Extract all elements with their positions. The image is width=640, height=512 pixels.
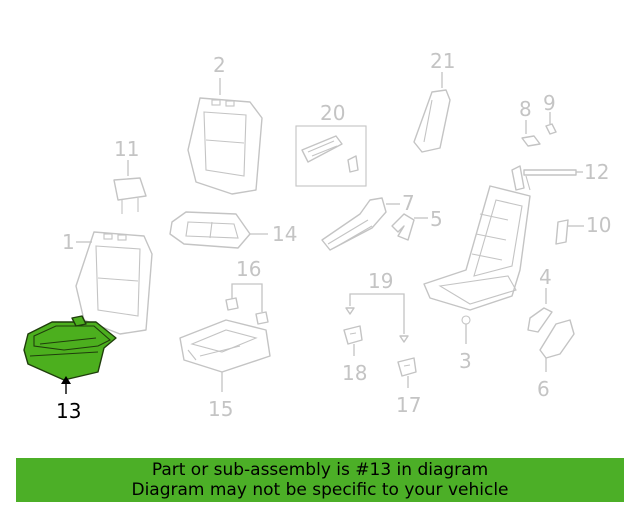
label-11: 11 bbox=[114, 137, 139, 161]
label-4: 4 bbox=[539, 265, 552, 289]
part-10-cover[interactable] bbox=[555, 219, 569, 245]
part-5-bracket[interactable] bbox=[391, 213, 415, 241]
label-7: 7 bbox=[402, 191, 415, 215]
label-10: 10 bbox=[586, 213, 611, 237]
part-15-lower-frame[interactable] bbox=[179, 319, 271, 373]
label-1: 1 bbox=[62, 230, 75, 254]
label-2: 2 bbox=[213, 53, 226, 77]
part-16-clip-a[interactable] bbox=[225, 297, 239, 311]
part-14-cushion-pad[interactable] bbox=[169, 211, 251, 249]
part-13-seat-cushion[interactable] bbox=[23, 315, 117, 381]
part-9-screw[interactable] bbox=[545, 123, 557, 135]
part-11-headrest[interactable] bbox=[113, 177, 147, 214]
part-6-side-shield[interactable] bbox=[539, 319, 575, 359]
part-3-seat-frame[interactable] bbox=[423, 185, 531, 325]
label-14: 14 bbox=[272, 222, 297, 246]
part-21-bolster[interactable] bbox=[413, 89, 451, 153]
part-19-clip-b[interactable] bbox=[399, 335, 409, 343]
label-9: 9 bbox=[543, 91, 556, 115]
label-17: 17 bbox=[396, 393, 421, 417]
part-2-seat-back-upper[interactable] bbox=[187, 97, 263, 195]
label-18: 18 bbox=[342, 361, 367, 385]
label-3: 3 bbox=[459, 349, 472, 373]
label-13: 13 bbox=[56, 399, 81, 423]
part-7-side-rail[interactable] bbox=[321, 197, 387, 251]
part-4-trim[interactable] bbox=[527, 307, 553, 333]
label-12: 12 bbox=[584, 160, 609, 184]
label-19: 19 bbox=[368, 269, 393, 293]
parts-diagram: 2 21 20 8 9 11 12 14 bbox=[23, 49, 611, 423]
banner-line-2: Diagram may not be specific to your vehi… bbox=[131, 480, 509, 500]
label-21: 21 bbox=[430, 49, 455, 73]
label-16: 16 bbox=[236, 257, 261, 281]
banner-line-1: Part or sub-assembly is #13 in diagram bbox=[151, 460, 489, 480]
label-20: 20 bbox=[320, 101, 345, 125]
part-12-rod[interactable] bbox=[511, 165, 577, 191]
part-17-bracket[interactable] bbox=[397, 357, 417, 377]
label-6: 6 bbox=[537, 377, 550, 401]
part-18-bracket[interactable] bbox=[343, 325, 363, 345]
part-1-seat-back-lower[interactable] bbox=[75, 231, 153, 335]
arrow-head-icon bbox=[61, 376, 71, 384]
label-15: 15 bbox=[208, 397, 233, 421]
part-8-clip[interactable] bbox=[521, 135, 541, 147]
label-5: 5 bbox=[430, 207, 443, 231]
part-20-trim-box[interactable] bbox=[295, 125, 367, 187]
part-19-clip-a[interactable] bbox=[345, 307, 355, 315]
info-banner: Part or sub-assembly is #13 in diagram D… bbox=[16, 458, 624, 502]
part-16-clip-b[interactable] bbox=[255, 311, 269, 325]
label-8: 8 bbox=[519, 97, 532, 121]
